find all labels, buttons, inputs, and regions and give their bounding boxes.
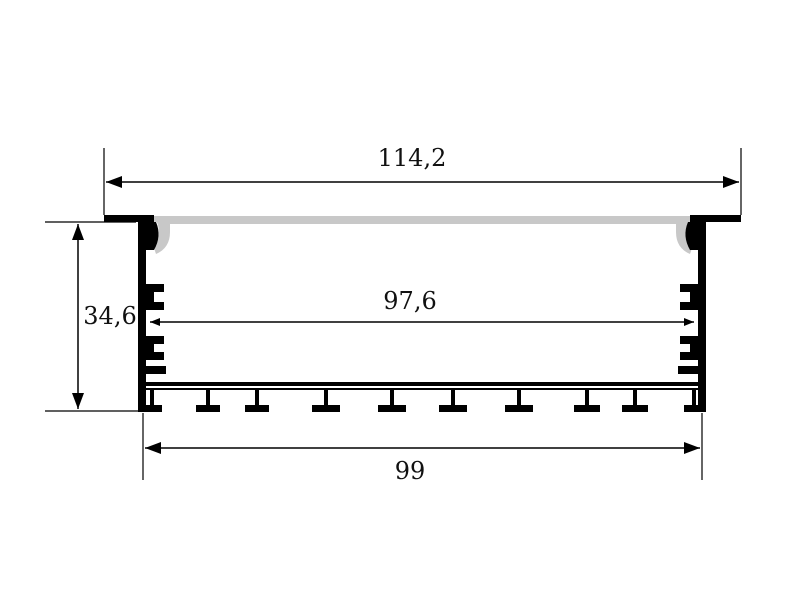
right-clip-holder	[685, 222, 698, 250]
cooling-rib	[574, 390, 600, 412]
cooling-rib	[439, 390, 467, 412]
cooling-rib	[505, 390, 533, 412]
left-groove-lower	[146, 336, 164, 360]
left-flange	[104, 215, 154, 222]
base-plate-lower	[146, 388, 698, 390]
left-wall	[138, 215, 146, 412]
left-groove-bottom	[146, 366, 166, 374]
cooling-ribs	[144, 390, 700, 412]
cooling-rib	[312, 390, 340, 412]
diffuser-cover	[152, 216, 694, 254]
right-groove-bottom	[678, 366, 698, 374]
left-clip-holder	[146, 222, 159, 250]
label-height: 34,6	[83, 302, 136, 330]
cooling-rib	[684, 390, 700, 412]
cooling-rib	[196, 390, 220, 412]
base-plate-upper	[146, 382, 698, 386]
label-inner-width: 97,6	[383, 287, 436, 315]
label-overall-width: 114,2	[378, 144, 447, 172]
diffuser-body	[152, 216, 694, 254]
dimension-lines	[72, 176, 739, 454]
right-wall	[698, 215, 706, 412]
right-flange	[690, 215, 741, 222]
right-groove-upper	[680, 284, 698, 310]
aluminium-profile	[104, 215, 741, 412]
extension-lines	[45, 148, 742, 480]
cooling-rib	[622, 390, 648, 412]
left-groove-upper	[146, 284, 164, 310]
right-groove-lower	[680, 336, 698, 360]
cooling-rib	[245, 390, 269, 412]
label-base-width: 99	[395, 457, 426, 485]
cooling-rib	[378, 390, 406, 412]
cooling-rib	[144, 390, 162, 412]
